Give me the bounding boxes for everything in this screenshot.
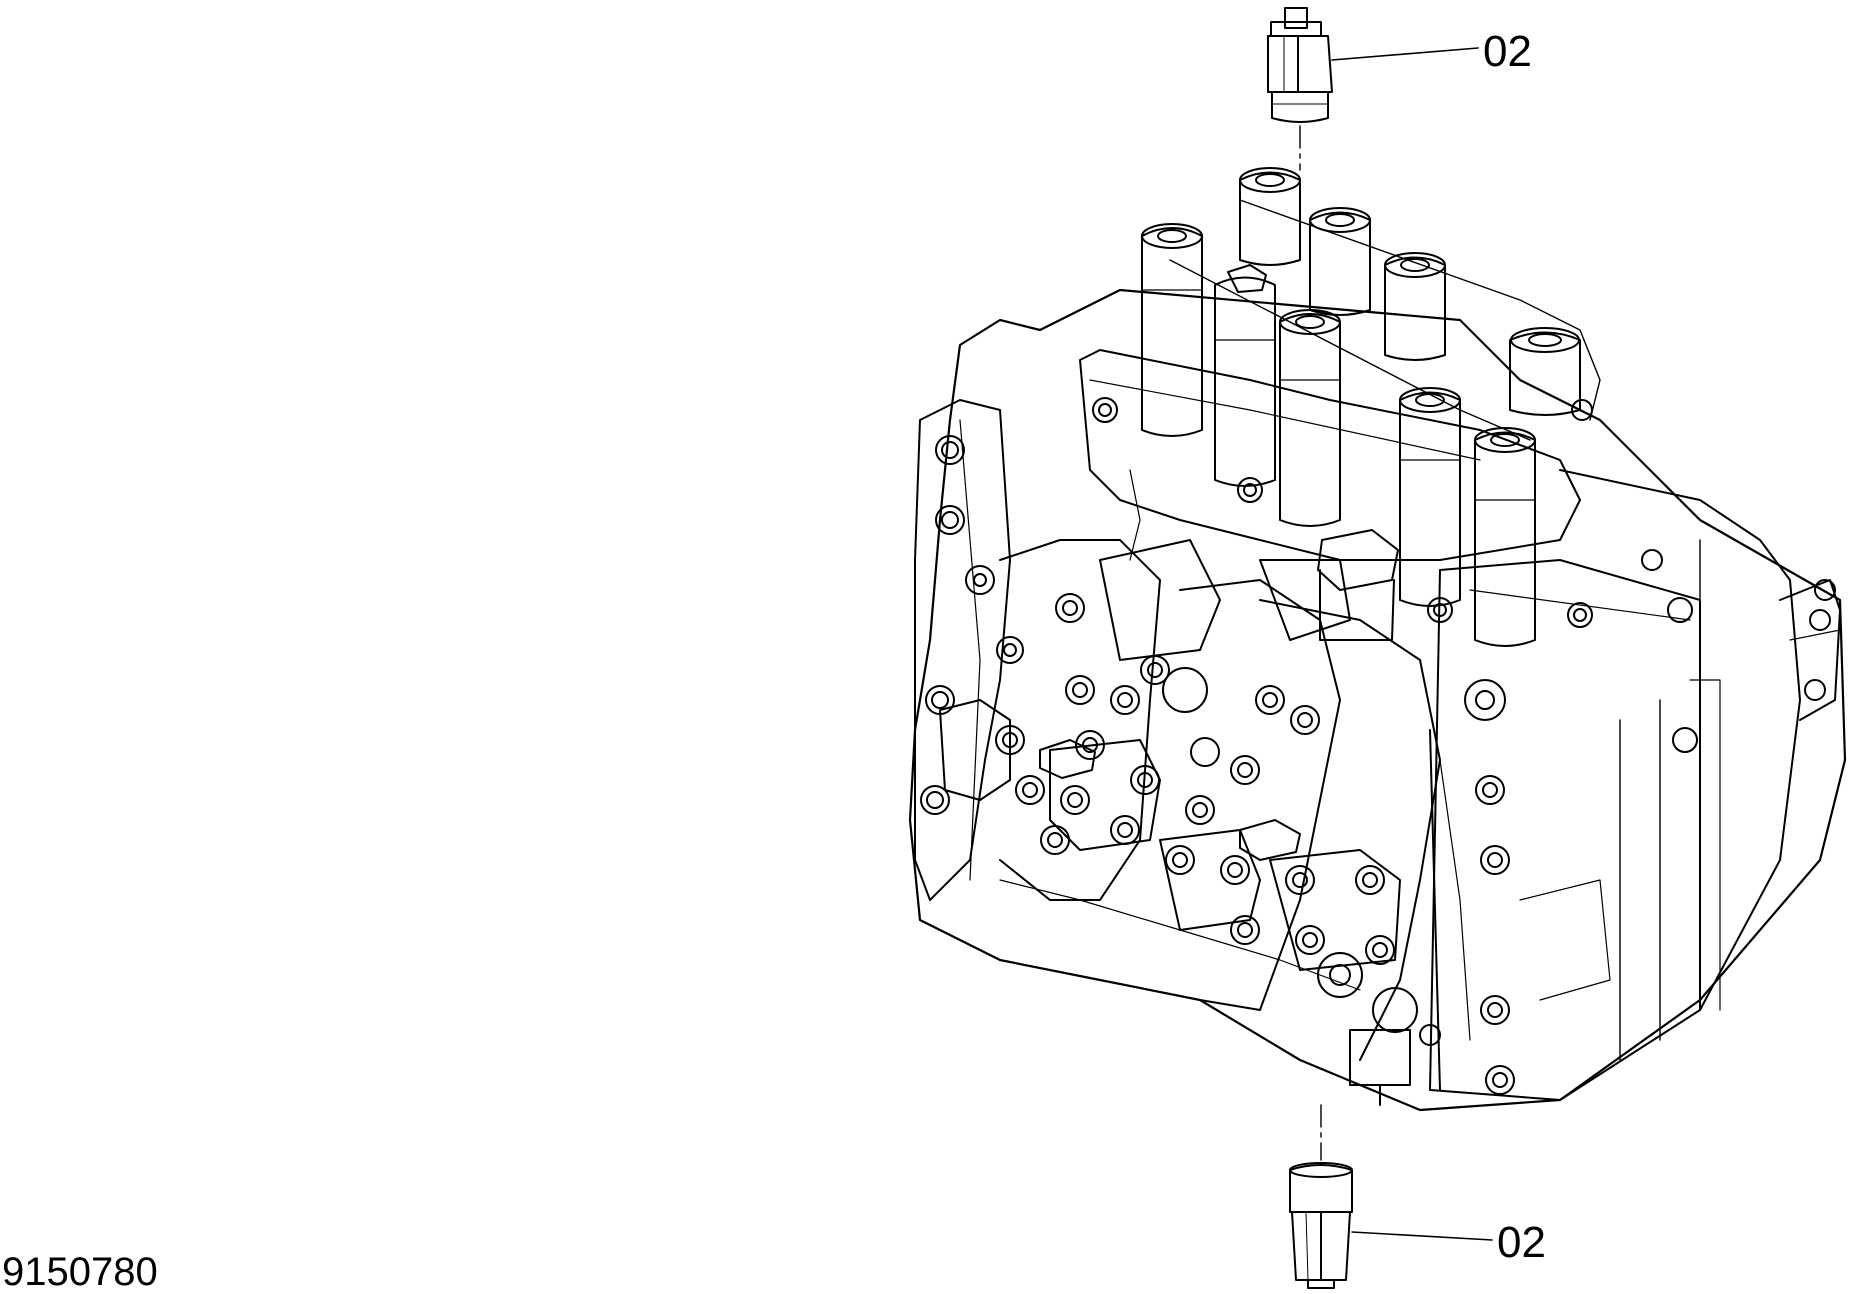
spool-cap-front-4 [1399, 387, 1461, 607]
control-valve-body [908, 167, 1847, 1112]
spool-cap-back-3 [1384, 252, 1446, 361]
drawing-number: 9150780 [2, 1250, 158, 1294]
spool-cap-back-2 [1309, 207, 1371, 316]
spool-cap-front-5 [1474, 427, 1536, 647]
spool-cap-front-2 [1214, 264, 1276, 487]
spool-cap-front-1 [1141, 223, 1203, 437]
flange-bolts [920, 397, 1593, 1095]
part-02-top [1267, 7, 1333, 123]
spool-cap-back-4 [1509, 327, 1581, 416]
spool-cap-front-3 [1279, 309, 1341, 527]
leader-top [1331, 47, 1479, 61]
callout-label-bottom: 02 [1497, 1218, 1546, 1267]
callout-label-top: 02 [1483, 27, 1532, 76]
part-02-bottom [1289, 1162, 1353, 1289]
spool-cap-back-1 [1239, 167, 1301, 266]
leader-bottom [1351, 1231, 1493, 1241]
